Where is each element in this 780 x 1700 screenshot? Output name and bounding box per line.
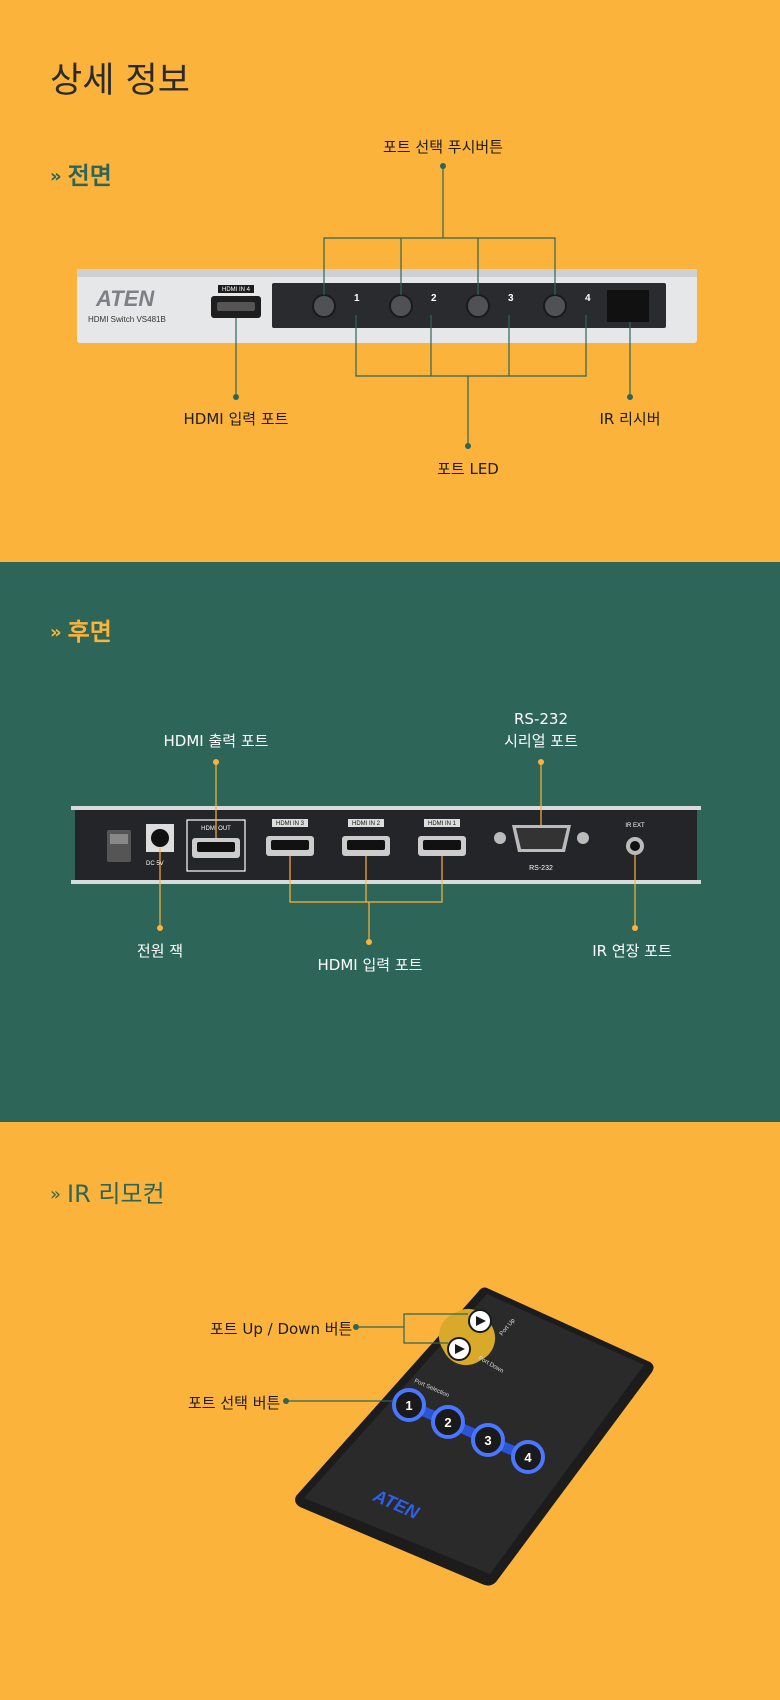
- rear-device-diagram: DC 5V HDMI OUT HDMI IN 3 HDMI IN 2 HDMI …: [71, 759, 701, 945]
- remote-port-number-2: 2: [444, 1415, 451, 1430]
- remote-callouts: [286, 1313, 468, 1402]
- port-button-2: [389, 294, 413, 318]
- remote-port-button-1: [392, 1388, 426, 1422]
- hdmi-in-tag-2: HDMI IN 2: [352, 821, 381, 827]
- front-hdmi-tag-box: [218, 285, 254, 293]
- rear-title: »후면: [50, 618, 112, 646]
- front-hdmi-port-inner: [217, 302, 255, 311]
- port-button-1: [312, 294, 336, 318]
- label-rs232-line1: RS-232: [514, 710, 568, 728]
- rear-callout-dots: [157, 759, 638, 945]
- section-mark: »: [50, 166, 62, 187]
- port-up-icon: [476, 1316, 486, 1326]
- front-title: »전면: [50, 162, 112, 190]
- ir-receiver-window: [607, 290, 649, 322]
- rear-top-rail: [71, 806, 701, 810]
- label-power-jack: 전원 잭: [136, 942, 184, 960]
- ir-ext-tag: IR EXT: [625, 823, 645, 829]
- front-brand-logo: ATEN: [95, 286, 155, 311]
- rear-bottom-rail: [71, 880, 701, 884]
- dc-jack: [151, 829, 169, 847]
- rear-callouts: [159, 762, 636, 942]
- rear-section: »후면 DC 5V HDMI OUT HDMI IN 3: [0, 562, 780, 1122]
- remote-port-number-1: 1: [405, 1398, 412, 1413]
- label-ir-ext: IR 연장 포트: [592, 942, 672, 960]
- rs232-screw-right: [577, 832, 589, 844]
- front-hdmi-tag: HDMI IN 4: [222, 287, 251, 293]
- front-device-diagram: ATEN HDMI Switch VS481B HDMI IN 4 1 2 3 …: [77, 163, 697, 449]
- remote-port-button-4: [511, 1440, 545, 1474]
- power-switch-top: [110, 834, 128, 844]
- remote-port-button-2: [431, 1405, 465, 1439]
- rs232-tag: RS-232: [529, 865, 553, 872]
- label-hdmi-input: HDMI 입력 포트: [183, 410, 289, 428]
- port-button-3: [466, 294, 490, 318]
- label-port-select-button: 포트 선택 푸시버튼: [383, 138, 503, 156]
- dc-tag: DC 5V: [146, 861, 164, 867]
- hdmi-in-ports: [266, 819, 466, 856]
- port-number-4: 4: [585, 293, 591, 304]
- page-title: 상세 정보: [50, 61, 190, 101]
- label-ir-receiver: IR 리시버: [599, 410, 661, 428]
- section-mark: »: [50, 622, 62, 643]
- remote-port-number-4: 4: [524, 1450, 532, 1465]
- remote-diagram: Port Up Port Down Port Selection 1 2 3 4…: [283, 1287, 654, 1586]
- front-device-top-edge: [77, 269, 697, 277]
- front-model-text: HDMI Switch VS481B: [88, 315, 166, 324]
- port-button-track: [407, 1400, 530, 1462]
- remote-port-number-3: 3: [484, 1433, 491, 1448]
- port-number-1: 1: [354, 293, 360, 304]
- label-hdmi-output: HDMI 출력 포트: [163, 732, 269, 750]
- port-number-2: 2: [431, 293, 437, 304]
- front-callouts: [235, 166, 631, 446]
- remote-callout-dots: [283, 1324, 359, 1404]
- remote-section: »IR 리모컨 Port Up Port Down Port Selection…: [0, 1122, 780, 1700]
- label-port-select: 포트 선택 버튼: [188, 1394, 281, 1412]
- front-buttons: [312, 294, 567, 318]
- label-up-down: 포트 Up / Down 버튼: [210, 1320, 353, 1338]
- hdmi-in-tag-3: HDMI IN 3: [276, 821, 305, 827]
- remote-port-buttons: [392, 1388, 545, 1474]
- section-mark: »: [50, 1184, 62, 1205]
- front-callout-dots: [233, 163, 633, 449]
- port-number-3: 3: [508, 293, 514, 304]
- label-port-led: 포트 LED: [437, 460, 499, 478]
- hdmi-in-tag-1: HDMI IN 1: [428, 821, 457, 827]
- label-rs232-line2: 시리얼 포트: [504, 732, 578, 750]
- front-section: 상세 정보 »전면 ATEN HDMI Switch VS481B HDMI I…: [0, 0, 780, 562]
- remote-port-button-3: [471, 1423, 505, 1457]
- rs232-screw-left: [494, 832, 506, 844]
- port-down-icon: [455, 1344, 465, 1354]
- label-hdmi-input-rear: HDMI 입력 포트: [317, 956, 423, 974]
- remote-title: »IR 리모컨: [50, 1180, 165, 1208]
- port-button-4: [543, 294, 567, 318]
